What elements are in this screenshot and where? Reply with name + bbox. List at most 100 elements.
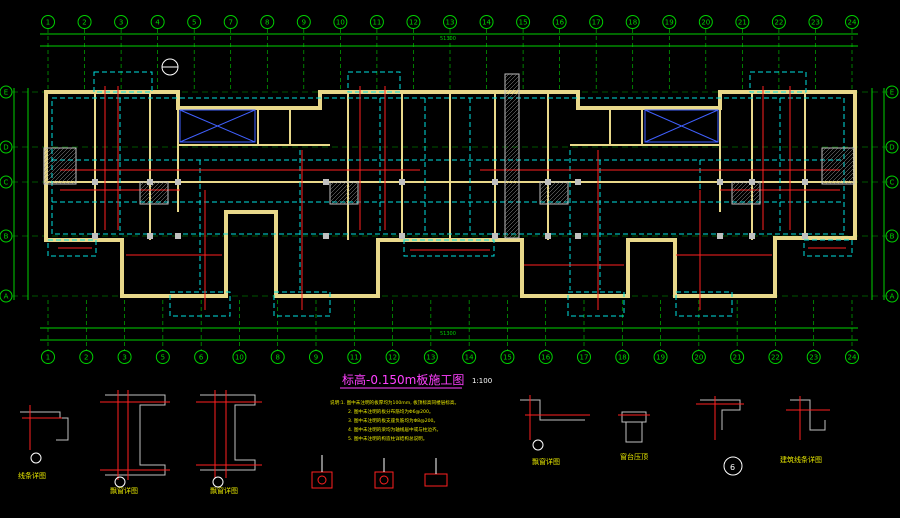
grid-bubble-label: 22: [771, 354, 780, 362]
hatch-line: [749, 193, 761, 205]
hatch-line: [516, 235, 520, 239]
detail-label: 窗台压顶: [620, 452, 648, 461]
grid-bubble-label: 20: [701, 19, 710, 27]
column: [147, 233, 153, 239]
hatch-line: [504, 167, 520, 183]
grid-row-label: D: [889, 144, 894, 152]
grid-bubble-label: 13: [426, 354, 435, 362]
grid-row-label: B: [890, 233, 895, 241]
detail-six: [696, 396, 744, 476]
hatch-line: [504, 203, 520, 219]
grid-axis-top: 12: [406, 15, 421, 92]
detail-xiantiao: [20, 405, 69, 464]
detail-chuangtai: [618, 411, 650, 443]
grid-bubble-label: 5: [192, 19, 196, 27]
hatch-line: [504, 73, 514, 83]
hatch-line: [43, 147, 69, 173]
hatch-line: [731, 181, 737, 187]
hatch-line: [745, 189, 761, 205]
general-notes: 说明:1. 图中未注明的板厚均为100mm, 板顶标高同楼层标高。 2. 图中未…: [330, 399, 459, 442]
hatch-line: [821, 147, 835, 161]
column: [492, 179, 498, 185]
hatch-line: [731, 181, 749, 199]
detail-label: 飘窗详图: [110, 486, 138, 495]
hatch-line: [153, 189, 169, 205]
detail-piaochuang-3: [520, 395, 590, 451]
hatch-line: [833, 163, 855, 185]
grid-bubble-label: 23: [811, 19, 820, 27]
grid-axis-bottom: 21: [730, 300, 745, 364]
hatch-line: [71, 179, 77, 185]
grid-bubble-label: 22: [774, 19, 783, 27]
grid-bubble-label: 1: [46, 19, 50, 27]
hatch-line: [504, 147, 520, 163]
hatch-line: [504, 183, 520, 199]
hatch-line: [504, 75, 520, 91]
column: [575, 233, 581, 239]
hatch-line: [504, 131, 520, 147]
grid-bubble-label: 11: [372, 19, 381, 27]
hatch-line: [149, 185, 169, 205]
grid-axis-top: 18: [625, 15, 640, 92]
hatch-line: [51, 159, 77, 185]
hatch-line: [821, 147, 839, 165]
grid-bubble-label: 4: [155, 19, 160, 27]
note-line: 5. 图中未注明的构造柱详结构总说明。: [348, 435, 427, 442]
shaft-openings: [179, 109, 719, 143]
grid-bubble-label: 2: [84, 354, 88, 362]
hatch-line: [841, 171, 855, 185]
hatch-line: [343, 189, 359, 205]
hatch-line: [504, 175, 520, 191]
grid-bubble-label: 9: [314, 354, 318, 362]
hatch-line: [504, 135, 520, 151]
grid-axis-top: 7: [223, 15, 238, 92]
grid-axis-bottom: 12: [385, 300, 400, 364]
grid-axis-top: 8: [260, 15, 275, 92]
hatch-line: [504, 127, 520, 143]
column: [802, 179, 808, 185]
grid-bubble-label: 9: [302, 19, 306, 27]
grid-bubble-label: 16: [555, 19, 564, 27]
grid-bubble-label: 21: [733, 354, 742, 362]
hatch-line: [504, 143, 520, 159]
grid-axis-bottom: 9: [309, 300, 323, 364]
detail-label: 线条详图: [18, 471, 46, 480]
grid-axis-top: 16: [552, 15, 567, 92]
hatch-line: [541, 181, 565, 205]
hatch-line: [504, 99, 520, 115]
detail-label: 飘窗详图: [532, 457, 560, 466]
grid-axis-bottom: 19: [653, 300, 668, 364]
hatch-line: [539, 181, 561, 203]
grid-axis-row: B: [0, 229, 13, 243]
grid-bubble-label: 8: [275, 354, 279, 362]
column: [175, 233, 181, 239]
detail-piaochuang-2: [196, 390, 262, 488]
hatch-line: [504, 151, 520, 167]
hatch-line: [165, 201, 169, 205]
grid-axis-bottom: 3: [117, 300, 132, 364]
column: [749, 233, 755, 239]
grid-bubble-label: 12: [388, 354, 397, 362]
note-line: 3. 图中未注明的板支座负筋均为Φ8@200。: [348, 417, 438, 424]
grid-axis-bottom: 13: [423, 300, 438, 364]
hatch-line: [139, 181, 157, 199]
column: [749, 179, 755, 185]
grid-row-label: D: [3, 144, 8, 152]
hatch-line: [355, 201, 359, 205]
hatch-line: [347, 193, 359, 205]
grid-bubble-label: 21: [738, 19, 747, 27]
grid-axis-top: 22: [771, 15, 786, 92]
grid-bubble-label: 8: [265, 19, 269, 27]
hatch-line: [504, 73, 518, 87]
column: [92, 179, 98, 185]
hatch-line: [504, 87, 520, 103]
hatch-line: [504, 223, 520, 239]
hatch-line: [504, 73, 510, 79]
hatch-line: [731, 181, 741, 191]
hatch-line: [821, 147, 843, 169]
hatch-line: [821, 151, 855, 185]
hatch-line: [59, 167, 77, 185]
grid-bubble-label: 15: [519, 19, 528, 27]
note-line: 4. 图中未注明的梁均为轴线居中或与柱边齐。: [348, 426, 441, 433]
